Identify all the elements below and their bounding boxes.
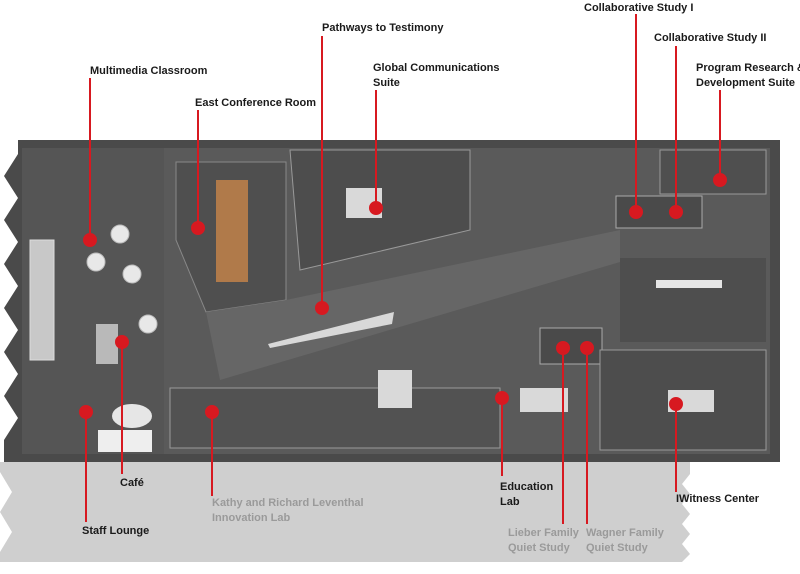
label-line: Kathy and Richard Leventhal <box>212 497 364 509</box>
label-wagner-quiet-study: Wagner Family Quiet Study <box>586 526 664 556</box>
label-pathways-to-testimony: Pathways to Testimony <box>322 21 443 36</box>
label-collaborative-study-1: Collaborative Study I <box>584 1 693 16</box>
room-markers <box>79 14 727 524</box>
label-line: Quiet Study <box>586 542 648 554</box>
multimedia-classroom-furniture <box>86 224 158 334</box>
label-program-research-suite: Program Research & Development Suite <box>696 61 800 91</box>
label-east-conference-room: East Conference Room <box>195 96 316 111</box>
label-line: Suite <box>373 77 400 89</box>
label-line: Development Suite <box>696 77 796 89</box>
label-innovation-lab: Kathy and Richard Leventhal Innovation L… <box>212 496 364 526</box>
marker-innovation-lab <box>205 405 219 419</box>
label-line: Lieber Family <box>508 527 579 539</box>
kitchen-counter <box>29 239 55 361</box>
label-collaborative-study-2: Collaborative Study II <box>654 31 766 46</box>
label-line: Program Research & <box>696 62 800 74</box>
lounge-sofa <box>98 430 152 452</box>
marker-pathways-to-testimony <box>315 301 329 315</box>
collaborative-study-rooms <box>615 195 703 229</box>
marker-program-research <box>713 173 727 187</box>
label-line: Lab <box>500 496 520 508</box>
marker-collaborative-study-1 <box>629 205 643 219</box>
marker-lieber-quiet-study <box>556 341 570 355</box>
marker-global-communications <box>369 201 383 215</box>
exterior-ground <box>0 462 690 562</box>
innovation-lab-desks <box>169 387 501 449</box>
stairwell <box>620 258 766 342</box>
label-line: Innovation Lab <box>212 512 291 524</box>
label-education-lab: Education Lab <box>500 480 553 510</box>
label-line: Pathways to Testimony <box>322 22 444 34</box>
label-line: Wagner Family <box>586 527 664 539</box>
innovation-lab-table <box>378 370 412 408</box>
label-multimedia-classroom: Multimedia Classroom <box>90 64 207 79</box>
label-line: Collaborative Study I <box>584 2 694 14</box>
label-staff-lounge: Staff Lounge <box>82 524 149 539</box>
label-line: Quiet Study <box>508 542 570 554</box>
label-line: East Conference Room <box>195 97 317 109</box>
label-global-communications-suite: Global Communications Suite <box>373 61 500 91</box>
label-line: Multimedia Classroom <box>90 65 208 77</box>
label-line: Global Communications <box>373 62 500 74</box>
marker-staff-lounge <box>79 405 93 419</box>
label-iwitness-center: IWitness Center <box>676 492 759 507</box>
label-line: Collaborative Study II <box>654 32 767 44</box>
label-line: Education <box>500 481 554 493</box>
education-lab-table <box>520 388 568 412</box>
label-cafe: Café <box>120 476 144 491</box>
lounge-table <box>112 404 152 428</box>
corridor-feature-wall <box>268 312 394 348</box>
marker-multimedia-classroom <box>83 233 97 247</box>
marker-collaborative-study-2 <box>669 205 683 219</box>
label-line: Café <box>120 477 144 489</box>
marker-east-conference-room <box>191 221 205 235</box>
marker-iwitness-center <box>669 397 683 411</box>
stair-treads <box>656 280 722 288</box>
marker-wagner-quiet-study <box>580 341 594 355</box>
label-lieber-quiet-study: Lieber Family Quiet Study <box>508 526 579 556</box>
program-research-suite-area <box>659 149 767 195</box>
marker-education-lab <box>495 391 509 405</box>
marker-cafe <box>115 335 129 349</box>
cafe-counter <box>96 324 118 364</box>
diagonal-corridor <box>206 230 620 380</box>
label-line: IWitness Center <box>676 493 760 505</box>
conference-table <box>216 180 248 282</box>
label-line: Staff Lounge <box>82 525 150 537</box>
